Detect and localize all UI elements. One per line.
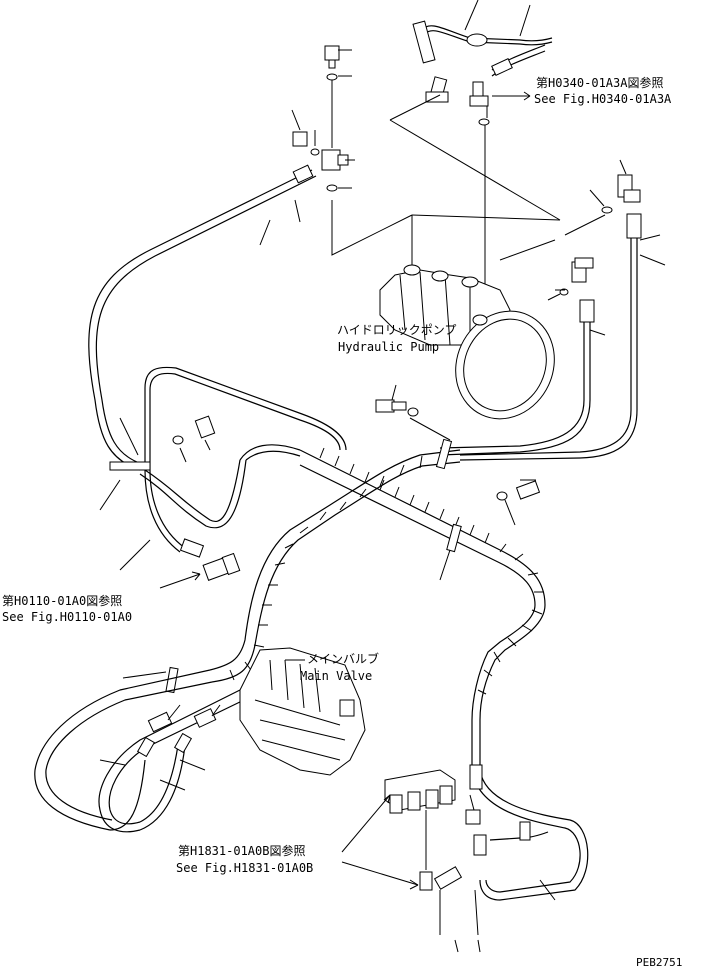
left-hose-loop <box>88 164 317 471</box>
pump-outlet-fittings <box>425 76 531 126</box>
left-fitting-ref <box>159 552 241 589</box>
ref-h0340-en: See Fig.H0340-01A3A <box>534 92 672 106</box>
ref-h0110-jp: 第H0110-01A0図参照 <box>2 593 122 608</box>
pump-connection-lines <box>331 94 606 300</box>
spiral-wrapped-hose <box>122 438 546 721</box>
manifold-block <box>384 769 481 953</box>
pump-mount-bolts <box>375 384 541 526</box>
top-left-fittings <box>291 45 355 192</box>
drawing-code: PEB2751 <box>636 956 682 969</box>
main-valve <box>147 647 366 776</box>
clamp-bolts-middle <box>172 415 216 463</box>
ref-h0340-jp: 第H0340-01A3A図参照 <box>536 75 663 90</box>
h1831-leaders <box>341 794 419 890</box>
ref-h1831-en: See Fig.H1831-01A0B <box>176 861 313 875</box>
pump-label-jp: ハイドロリックポンプ <box>337 323 456 337</box>
right-hoses <box>439 238 638 461</box>
middle-hose-loop <box>99 366 347 571</box>
valve-label-en: Main Valve <box>300 669 372 683</box>
valve-label-jp: メインバルブ <box>307 651 379 666</box>
right-fittings <box>547 159 666 336</box>
bottom-left-hose-loop <box>34 669 245 833</box>
ref-h1831-jp: 第H1831-01A0B図参照 <box>178 843 305 858</box>
hydraulic-pump <box>379 264 555 420</box>
top-hose-assembly <box>412 0 553 77</box>
ref-h0110-en: See Fig.H0110-01A0 <box>2 610 132 624</box>
bottom-right-hose-loop <box>465 720 589 901</box>
label-leaders <box>285 289 565 661</box>
pump-label-en: Hydraulic Pump <box>338 340 439 354</box>
